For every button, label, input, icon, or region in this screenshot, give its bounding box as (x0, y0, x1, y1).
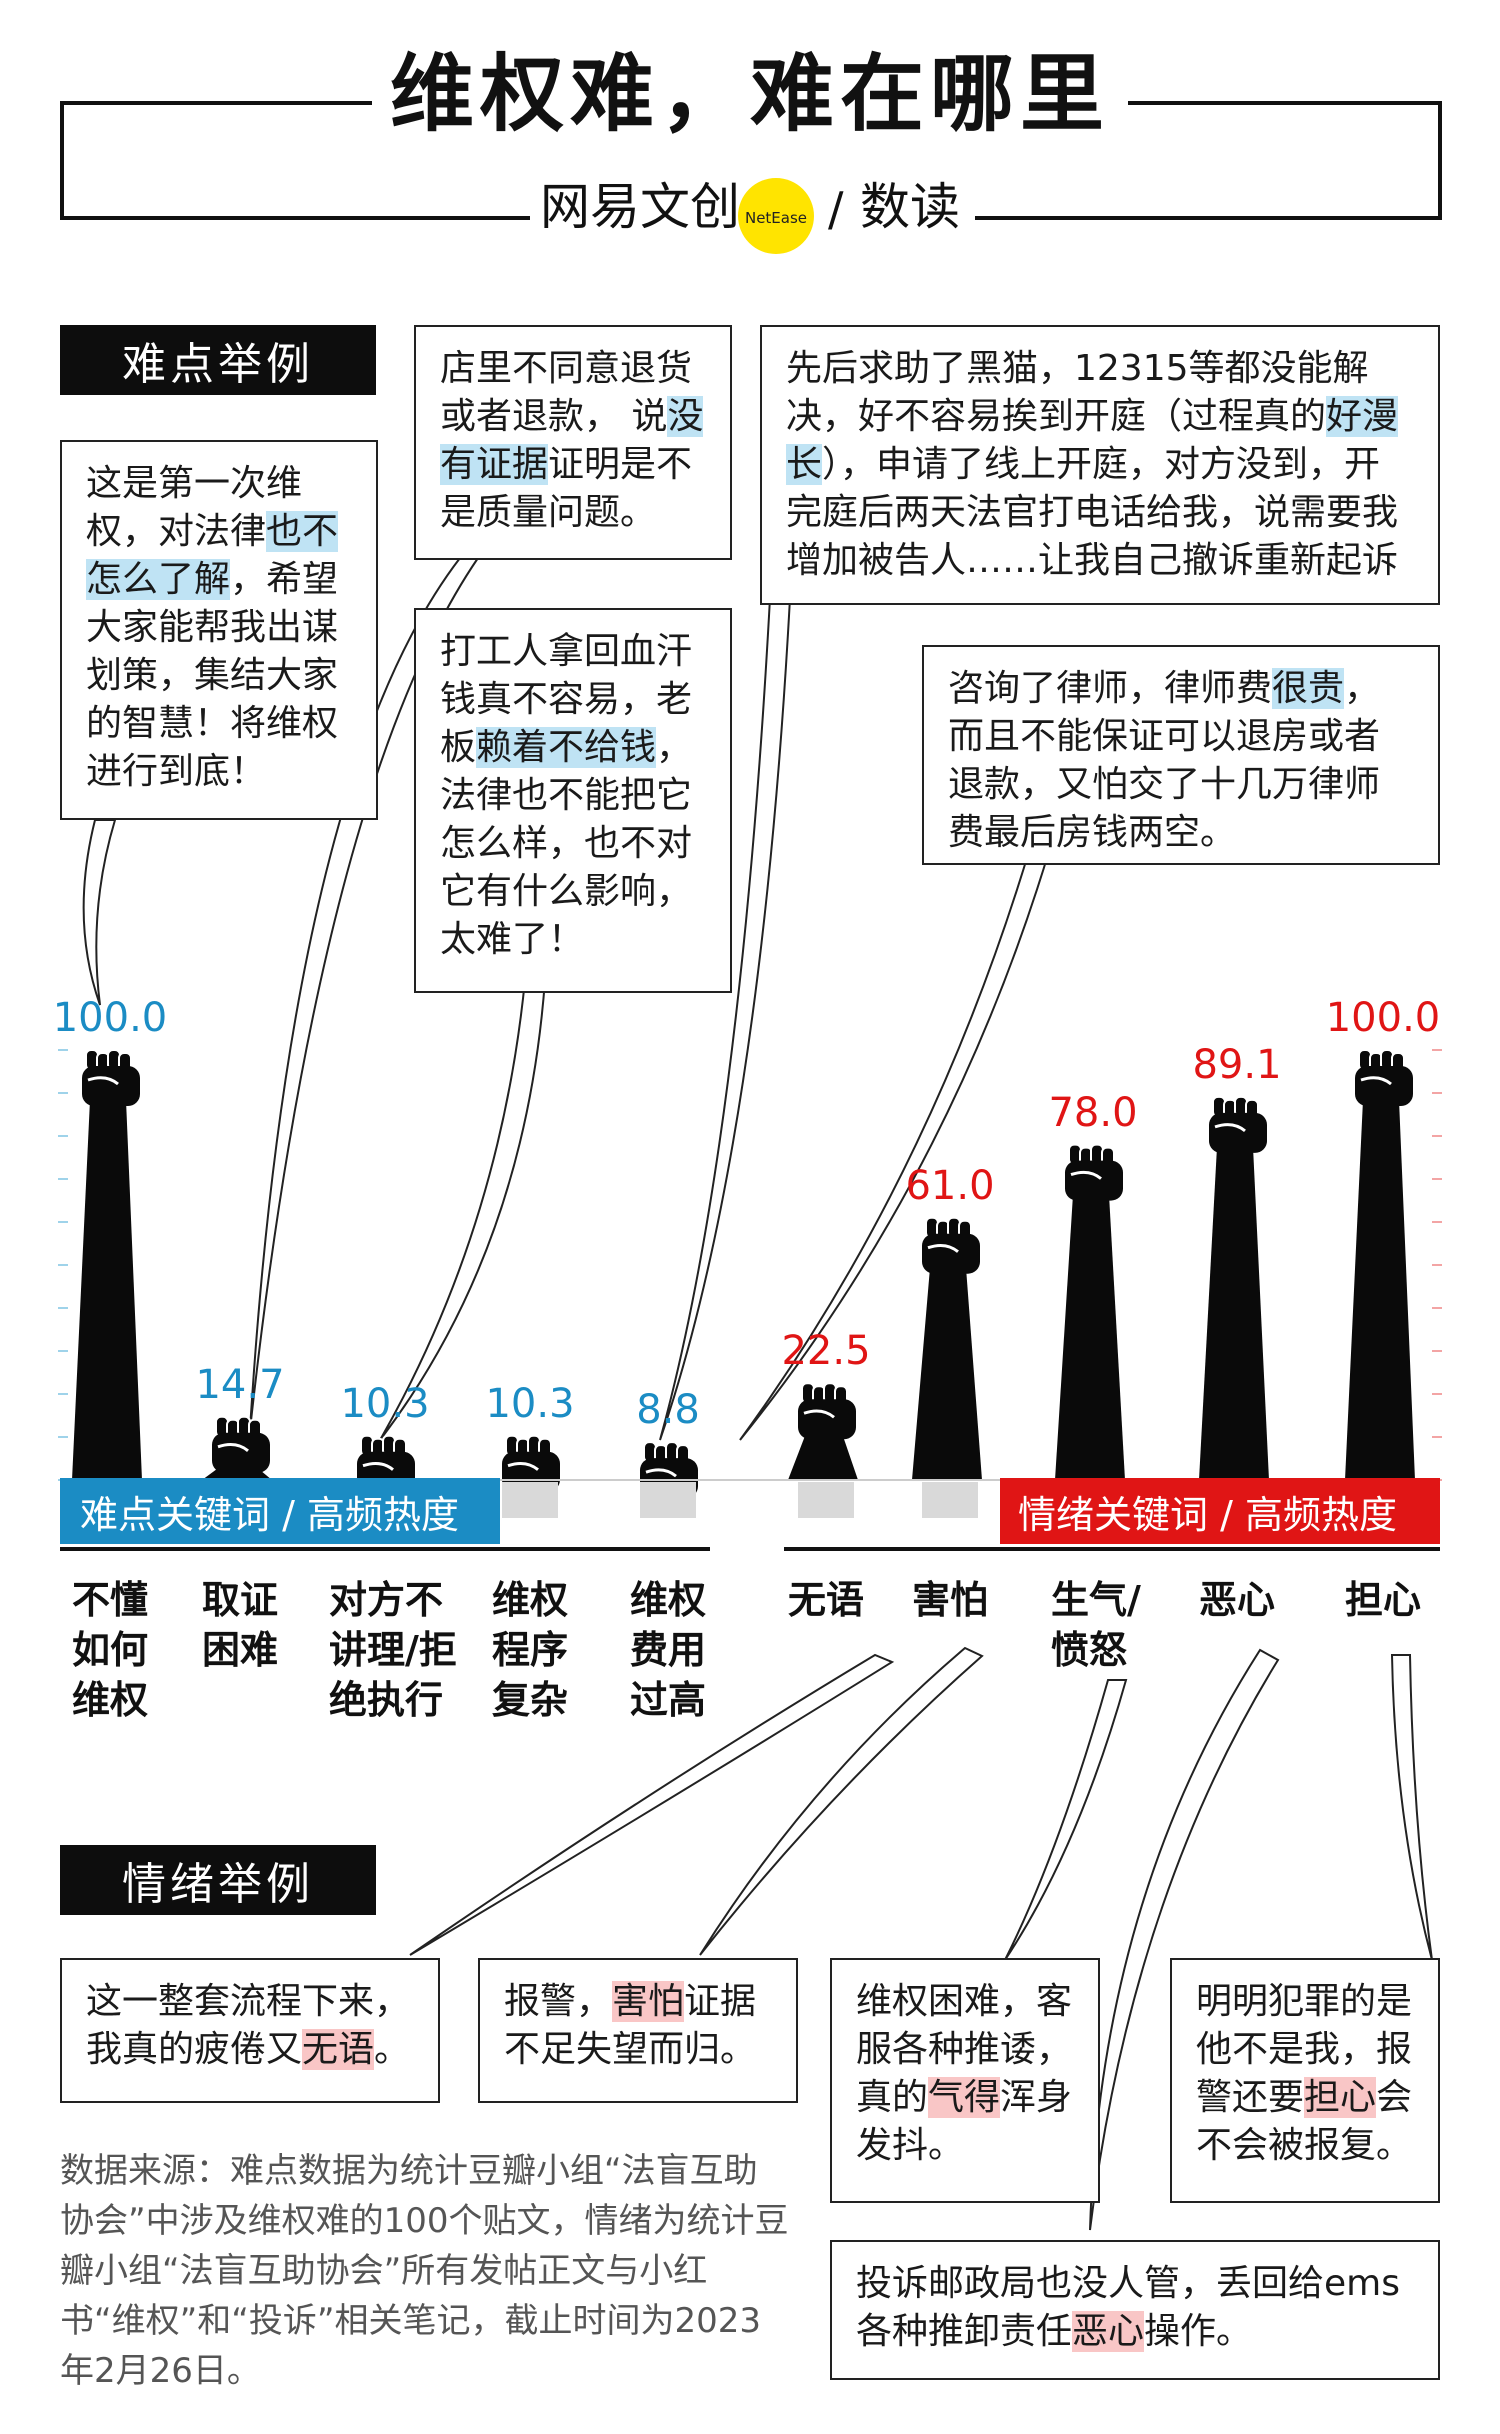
quote-2-text: 店里不同意退货或者退款， 说 (440, 348, 693, 437)
emotion-1-text-end: 。 (374, 2029, 411, 2070)
arm-shadow (640, 1482, 696, 1518)
fist-thumb (927, 1243, 959, 1253)
fist-thumb (507, 1461, 539, 1471)
emotion-bar-5 (1345, 1049, 1415, 1480)
emotion-bubble-4: 明明犯罪的是他不是我，报警还要担心会不会被报复。 (1170, 1958, 1440, 2203)
emotion-bubble-2: 报警，害怕证据不足失望而归。 (478, 1958, 798, 2103)
emotion-2-highlight: 害怕 (612, 1981, 685, 2022)
banner-emotion: 情绪关键词 / 高频热度 (1000, 1478, 1440, 1544)
difficulty-bar-4 (502, 1434, 560, 1492)
emotion-4-text: 明明犯罪的是他不是我，报警还要 (1196, 1981, 1413, 2118)
fist-palm (1355, 1066, 1413, 1106)
fist-palm (212, 1432, 270, 1473)
quote-3-highlight: 赖着不给钱 (476, 727, 657, 768)
emotion-bar-3 (1055, 1143, 1125, 1480)
emotion-4-text-end: 会不会被报复。 (1196, 2077, 1413, 2166)
emotion-bubble-3: 维权困难，客服各种推诿，真的气得浑身发抖。 (830, 1958, 1100, 2203)
fist-palm (502, 1451, 560, 1492)
quote-4-text-end: ），申请了线上开庭，对方没到，开完庭后两天法官打电话给我，说需要我增加被告人……… (786, 444, 1399, 581)
quote-4-text: 先后求助了黑猫，12315等都没能解决，好不容易挨到开庭（过程真的 (786, 348, 1369, 437)
fist-palm (82, 1066, 140, 1106)
emotion-1-highlight: 无语 (302, 2029, 375, 2070)
fist-palm (922, 1233, 980, 1274)
fist-thumb (1360, 1076, 1392, 1086)
fist-thumb (803, 1409, 835, 1419)
brand-sub: 数读 (860, 178, 960, 236)
quote-bubble-5: 咨询了律师，律师费很贵，而且不能保证可以退房或者退款，又怕交了十几万律师费最后房… (922, 645, 1440, 865)
emotion-5-text: 投诉邮政局也没人管，丢回给ems各种推卸责任 (856, 2263, 1400, 2352)
emotion-4-highlight: 担心 (1304, 2077, 1377, 2118)
quote-1-text-end: ，希望大家能帮我出谋划策，集结大家的智慧！将维权进行到底！ (86, 559, 339, 792)
fist-palm (1065, 1160, 1123, 1201)
emotion-bubble-5: 投诉邮政局也没人管，丢回给ems各种推卸责任恶心操作。 (830, 2240, 1440, 2380)
emotion-3-highlight: 气得 (928, 2077, 1001, 2118)
emotion-1-text: 这一整套流程下来，我真的疲倦又 (86, 1981, 411, 2070)
quote-3-text-end: ，法律也不能把它怎么样，也不对它有什么影响，太难了！ (440, 727, 693, 960)
fist-palm (1209, 1112, 1267, 1153)
arm-shadow (922, 1482, 978, 1518)
quote-bubble-2: 店里不同意退货或者退款， 说没有证据证明是不是质量问题。 (414, 325, 732, 560)
page-title: 维权难，难在哪里 (389, 45, 1110, 143)
fist-thumb (362, 1461, 394, 1471)
banner-difficulty: 难点关键词 / 高频热度 (60, 1478, 500, 1544)
arm-shape (72, 1100, 142, 1480)
emotion-2-text-end: 证据不足失望而归。 (504, 1981, 757, 2070)
arm-shadow (798, 1482, 854, 1518)
arm-shadow (502, 1482, 558, 1518)
fist-thumb (1214, 1123, 1246, 1133)
arm-shape (1345, 1100, 1415, 1480)
difficulty-bar-2 (202, 1415, 272, 1480)
arm-shape (912, 1267, 982, 1480)
quote-3-text: 打工人拿回血汗钱真不容易，老板 (440, 631, 693, 768)
emotion-bar-2 (912, 1216, 982, 1480)
arm-shape (788, 1433, 858, 1480)
section-label-emotion: 情绪举例 (60, 1845, 376, 1915)
difficulty-bar-1 (72, 1049, 142, 1480)
emotion-5-highlight: 恶心 (1072, 2311, 1145, 2352)
brand-slash: / (828, 182, 844, 236)
brand-name: 网易文创 (540, 178, 740, 236)
quote-5-highlight: 很贵 (1272, 668, 1345, 709)
quote-2-text-end: 证明是不是质量问题。 (440, 444, 693, 533)
data-source-note: 数据来源：难点数据为统计豆瓣小组“法盲互助协会”中涉及维权难的100个贴文，情绪… (60, 2151, 789, 2391)
emotion-3-text: 维权困难，客服各种推诿，真的 (856, 1981, 1073, 2118)
arm-shape (1199, 1146, 1269, 1480)
brand-badge: NetEase (744, 209, 808, 227)
emotion-bubble-1: 这一整套流程下来，我真的疲倦又无语。 (60, 1958, 440, 2103)
arm-shape (1055, 1194, 1125, 1480)
section-label-difficulty: 难点举例 (60, 325, 376, 395)
divider-left (60, 1547, 710, 1551)
emotion-bar-4 (1199, 1095, 1269, 1480)
quote-bubble-3: 打工人拿回血汗钱真不容易，老板赖着不给钱，法律也不能把它怎么样，也不对它有什么影… (414, 608, 732, 993)
brand-logo-dot (738, 178, 814, 254)
quote-5-text: 咨询了律师，律师费 (948, 668, 1273, 709)
emotion-3-text-end: 浑身发抖。 (856, 2077, 1073, 2166)
quote-1-text: 这是第一次维权，对法律 (86, 463, 303, 552)
fist-thumb (217, 1443, 249, 1452)
chart-arms (58, 1049, 1442, 1518)
emotion-bar-1 (788, 1382, 858, 1480)
divider-right (784, 1547, 1440, 1551)
fist-thumb (87, 1076, 119, 1086)
quote-bubble-4: 先后求助了黑猫，12315等都没能解决，好不容易挨到开庭（过程真的好漫长），申请… (760, 325, 1440, 605)
emotion-5-text-end: 操作。 (1144, 2311, 1253, 2352)
fist-thumb (1070, 1170, 1102, 1180)
emotion-2-text: 报警， (504, 1981, 613, 2022)
quote-bubble-1: 这是第一次维权，对法律也不怎么了解，希望大家能帮我出谋划策，集结大家的智慧！将维… (60, 440, 378, 820)
fist-thumb (645, 1468, 677, 1478)
header-frame (60, 101, 1442, 220)
quote-5-text-end: ，而且不能保证可以退房或者退款，又怕交了十几万律师费最后房钱两空。 (948, 668, 1381, 853)
fist-palm (798, 1399, 856, 1440)
